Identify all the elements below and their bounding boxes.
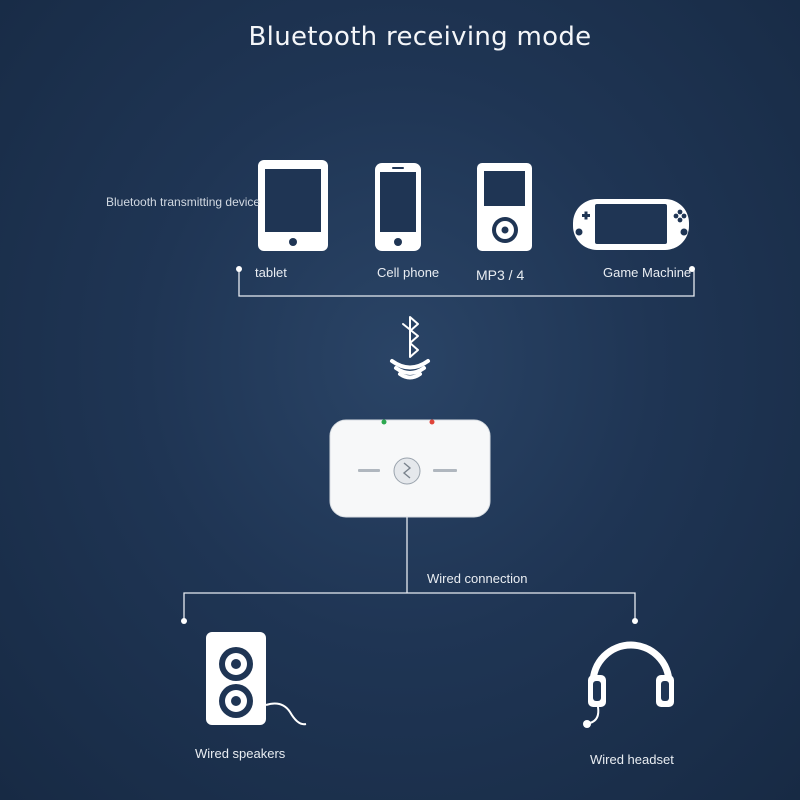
wired-connector — [183, 517, 636, 620]
speaker-icon — [206, 632, 307, 726]
page-title: Bluetooth receiving mode — [248, 22, 592, 52]
game-console-icon — [573, 199, 689, 250]
connector-dot-right — [689, 266, 695, 272]
bluetooth-icon — [390, 316, 430, 380]
phone-label: Cell phone — [377, 265, 440, 280]
game-machine-label: Game Machine — [603, 265, 692, 280]
mp3-player-icon — [477, 163, 532, 251]
source-connector — [238, 270, 695, 297]
phone-icon — [375, 163, 421, 251]
wired-connection-label: Wired connection — [427, 571, 528, 586]
tablet-icon — [258, 160, 328, 251]
source-device-label: Bluetooth transmitting device — [106, 195, 261, 209]
headset-icon — [583, 641, 674, 728]
mp3-label: MP3 / 4 — [476, 267, 525, 283]
tablet-label: tablet — [255, 265, 287, 280]
speakers-label: Wired speakers — [195, 746, 286, 761]
connector-dot-left — [236, 266, 242, 272]
receiver-device-icon — [329, 419, 491, 518]
connector-dot-speakers — [181, 618, 187, 624]
connector-dot-headset — [632, 618, 638, 624]
headset-label: Wired headset — [590, 752, 674, 767]
